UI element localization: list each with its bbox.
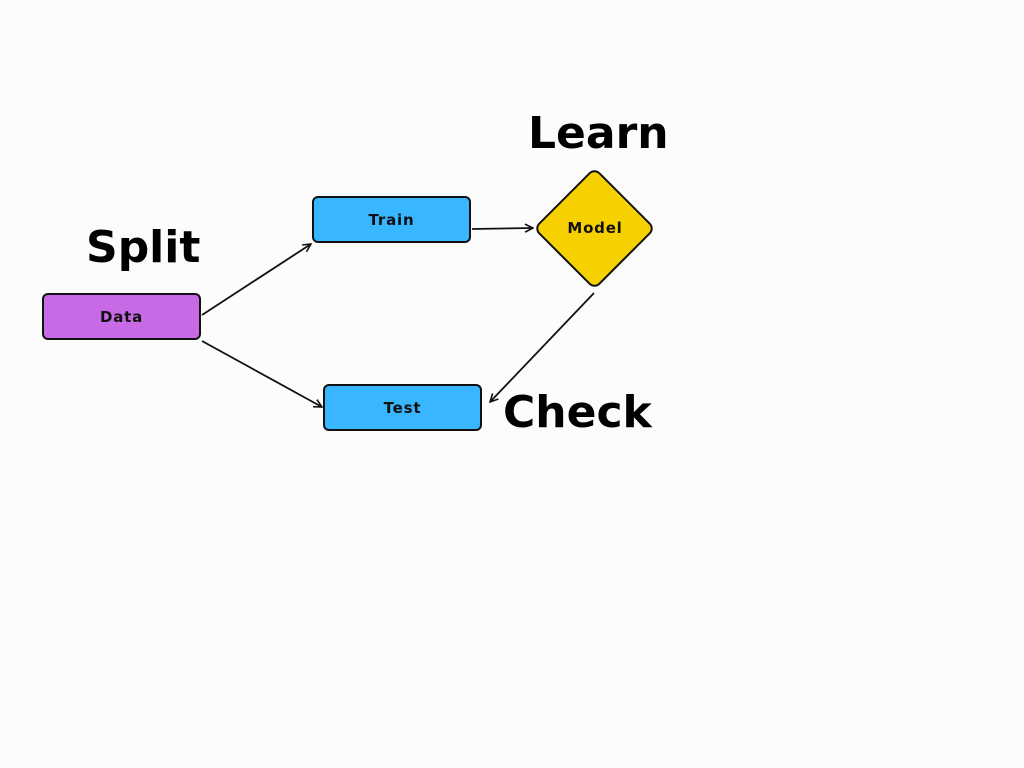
edge-data-to-test bbox=[201, 340, 322, 407]
check-annotation: Check bbox=[503, 387, 652, 438]
train-node[interactable]: Train bbox=[312, 196, 471, 243]
learn-annotation: Learn bbox=[528, 108, 669, 159]
split-annotation: Split bbox=[86, 222, 201, 273]
edge-train-to-model bbox=[471, 228, 533, 229]
edge-model-to-test bbox=[490, 292, 595, 402]
model-node-label: Model bbox=[567, 219, 623, 237]
edge-data-to-train bbox=[201, 244, 311, 316]
data-node-label: Data bbox=[99, 307, 144, 326]
train-node-label: Train bbox=[368, 210, 415, 229]
test-node[interactable]: Test bbox=[323, 384, 482, 431]
data-node[interactable]: Data bbox=[42, 293, 201, 340]
test-node-label: Test bbox=[383, 398, 422, 417]
